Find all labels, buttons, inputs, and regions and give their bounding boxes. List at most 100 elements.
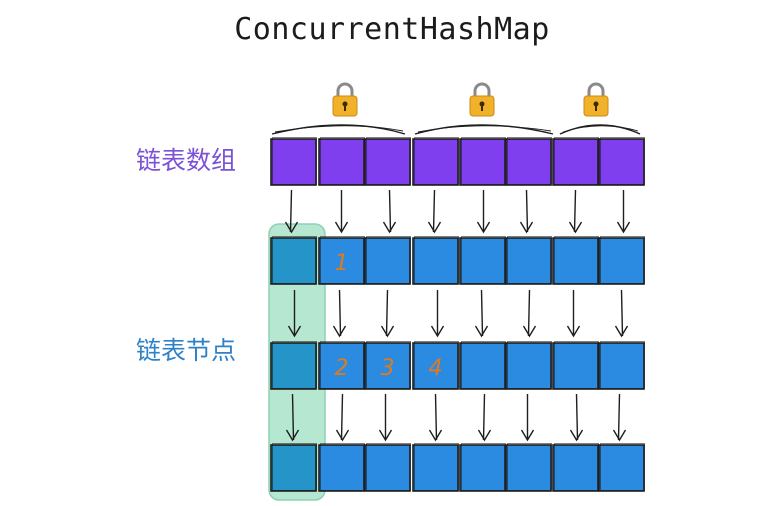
node-cell [318, 237, 365, 285]
arrow-head [427, 221, 442, 234]
array-cell [364, 138, 411, 186]
arrow-line [482, 393, 486, 441]
node-cell [552, 444, 599, 492]
lock-keyhole [479, 101, 485, 107]
node-cell [364, 444, 411, 492]
cell-sketch-outline [414, 236, 459, 284]
node-number: 4 [429, 356, 443, 381]
cell-sketch-outline [414, 443, 459, 491]
node-cell [505, 342, 552, 390]
arrow-line [617, 393, 621, 441]
lock-keyhole [595, 105, 597, 111]
node-cell [364, 342, 411, 390]
cell-sketch-outline [414, 137, 459, 185]
node-number: 2 [335, 356, 349, 381]
arrow-head [476, 221, 491, 234]
node-cell [459, 237, 506, 285]
array-label: 链表数组 [136, 146, 237, 175]
arrow-line [480, 289, 484, 337]
node-cell [552, 342, 599, 390]
cell-sketch-outline [507, 443, 552, 491]
segment-arc [271, 124, 406, 135]
arrow-head [428, 429, 443, 442]
array-cell [270, 138, 317, 186]
array-cell [459, 138, 506, 186]
array-cell [505, 138, 552, 186]
cell-sketch-outline [600, 341, 645, 389]
node-number: 3 [381, 356, 395, 381]
array-cell [412, 138, 459, 186]
arrow-head [334, 221, 349, 234]
arrow-head [568, 221, 583, 234]
arrow-line [575, 393, 579, 441]
cell-sketch-outline [600, 236, 645, 284]
cell-sketch-outline [272, 341, 317, 389]
node-cell [412, 237, 459, 285]
arrow-line [289, 189, 293, 233]
arrow-head [284, 221, 299, 234]
arrow-line [388, 189, 392, 233]
node-cell [318, 342, 365, 390]
lock-keyhole [593, 101, 599, 107]
node-cell [364, 237, 411, 285]
cell-sketch-outline [272, 137, 317, 185]
arrow-head [612, 429, 627, 442]
cell-sketch-outline [507, 137, 552, 185]
arrow-head [614, 325, 629, 338]
node-cell [598, 237, 645, 285]
arrow-line [434, 393, 438, 441]
arrow-line [338, 289, 342, 337]
arrow-head [380, 325, 395, 338]
arrow-head [569, 429, 584, 442]
arrow-head [287, 325, 302, 338]
node-cell [270, 237, 317, 285]
segment-arc [274, 125, 404, 133]
node-number: 1 [335, 251, 349, 276]
lock-keyhole [481, 105, 483, 111]
node-cell [505, 444, 552, 492]
arrow-head [616, 221, 631, 234]
array-cell [552, 138, 599, 186]
array-cell [598, 138, 645, 186]
cell-sketch-outline [507, 236, 552, 284]
node-cell [459, 342, 506, 390]
arrow-head [285, 429, 300, 442]
array-cell [318, 138, 365, 186]
segment-arc [562, 125, 639, 133]
node-cell [598, 342, 645, 390]
arrow-line [573, 189, 577, 233]
arrow-head [378, 429, 393, 442]
arrow-line [432, 189, 436, 233]
arrow-head [430, 325, 445, 338]
segment-arc [417, 125, 552, 133]
cell-sketch-outline [366, 137, 411, 185]
lock-shackle [336, 82, 354, 97]
arrow-line [527, 289, 531, 337]
node-cell [412, 342, 459, 390]
cell-sketch-outline [600, 137, 645, 185]
arrow-head [382, 221, 397, 234]
arrow-line [525, 189, 529, 233]
arrow-line [620, 289, 624, 337]
node-cell [318, 444, 365, 492]
lock-shackle [473, 82, 491, 97]
arrow-head [474, 325, 489, 338]
arrow-line [340, 393, 344, 441]
cell-sketch-outline [366, 236, 411, 284]
cell-sketch-outline [600, 443, 645, 491]
arrow-head [477, 429, 492, 442]
arrow-head [519, 221, 534, 234]
cell-sketch-outline [272, 443, 317, 491]
node-cell [270, 342, 317, 390]
node-label: 链表节点 [136, 336, 237, 365]
arrow-head [520, 429, 535, 442]
segment-arc [414, 124, 554, 135]
arrow-head [332, 325, 347, 338]
node-cell [552, 237, 599, 285]
node-cell [505, 237, 552, 285]
diagram-title: ConcurrentHashMap [234, 12, 550, 47]
cell-sketch-outline [414, 341, 459, 389]
node-cell [459, 444, 506, 492]
